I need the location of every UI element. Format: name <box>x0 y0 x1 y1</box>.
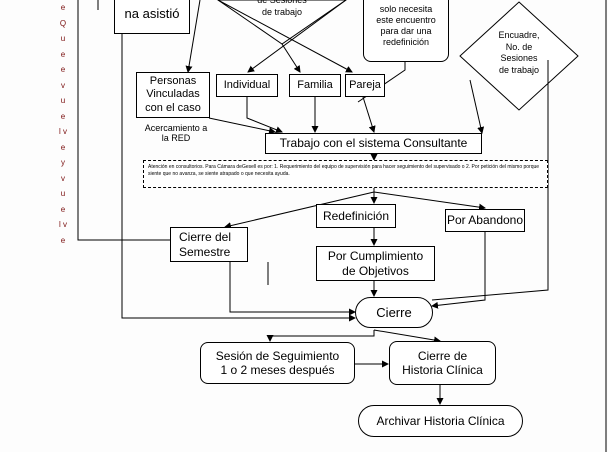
node-redefinicion: Redefinición <box>316 204 396 228</box>
loop-line-outer <box>77 0 170 241</box>
note-to-cierre-semestre <box>224 191 375 230</box>
cross-line-1 <box>217 0 353 73</box>
cross-line-3 <box>185 0 201 73</box>
na-asistio-down <box>121 34 356 322</box>
node-individual-label: Individual <box>223 78 271 91</box>
personas-to-trabajo <box>208 117 276 135</box>
node-trabajo-label: Trabajo con el sistema Consultante <box>279 136 468 151</box>
node-encuadre: Encuadre, No. de Sesiones de trabajo <box>498 30 540 76</box>
node-cumplimiento-label: Por Cumplimiento de Objetivos <box>327 249 424 278</box>
node-personas-label: Personas Vinculadas con el caso <box>145 75 201 114</box>
abandono-to-cierre <box>431 232 486 309</box>
node-personas: Personas Vinculadas con el caso <box>136 72 210 118</box>
node-na-asistio: na asistió <box>114 0 190 34</box>
node-familia-label: Familia <box>297 78 333 91</box>
side-vertical-text: e Q u e e v u e l v e y v u e l v e <box>59 3 67 245</box>
node-sesiones-top: de Sesiones de trabajo <box>257 0 307 17</box>
node-cierre-semestre: Cierre del Semestre <box>170 227 248 262</box>
node-redefinicion-label: Redefinición <box>322 208 390 223</box>
right-loop <box>431 60 549 301</box>
node-cierre-historia: Cierre de Historia Clínica <box>389 341 496 385</box>
encuadre-to-trabajo <box>469 79 485 134</box>
node-cierre-label: Cierre <box>376 304 412 320</box>
node-redefinicion-note: solo necesita este encuentro para dar un… <box>363 0 449 62</box>
cross-line-2 <box>247 0 347 73</box>
cierre-to-historia <box>373 329 441 344</box>
node-seguimiento-label: Sesión de Seguimiento 1 o 2 meses despué… <box>215 348 340 377</box>
node-familia: Familia <box>289 74 341 97</box>
node-archivar: Archivar Historia Clínica <box>358 405 523 437</box>
node-cierre-historia-label: Cierre de Historia Clínica <box>402 348 483 377</box>
node-cierre: Cierre <box>355 297 433 328</box>
diamond-to-familia <box>281 43 301 73</box>
pareja-to-trabajo <box>362 96 376 133</box>
node-na-asistio-label: na asistió <box>124 6 180 22</box>
node-archivar-label: Archivar Historia Clínica <box>376 413 505 428</box>
individual-to-trabajo <box>246 97 283 134</box>
node-pareja: Pareja <box>345 74 385 97</box>
cierre-to-seguimiento <box>266 330 375 342</box>
decision-diamond-top <box>217 0 347 45</box>
node-trabajo: Trabajo con el sistema Consultante <box>265 133 482 154</box>
label-acercamiento: Acercamiento a la RED <box>144 123 208 144</box>
node-cierre-semestre-label: Cierre del Semestre <box>179 230 232 259</box>
semestre-to-cierre <box>229 262 356 316</box>
node-pareja-label: Pareja <box>349 78 381 91</box>
node-abandono-label: Por Abandono <box>446 213 524 228</box>
node-cumplimiento: Por Cumplimiento de Objetivos <box>316 246 435 281</box>
note-to-abandono <box>373 191 486 211</box>
node-atencion-note: Atención en consultorios. Para Cámara de… <box>143 160 548 188</box>
node-seguimiento: Sesión de Seguimiento 1 o 2 meses despué… <box>200 342 355 384</box>
node-abandono: Por Abandono <box>445 209 525 232</box>
node-individual: Individual <box>216 74 278 97</box>
node-redefinicion-note-label: solo necesita este encuentro para dar un… <box>376 4 436 47</box>
